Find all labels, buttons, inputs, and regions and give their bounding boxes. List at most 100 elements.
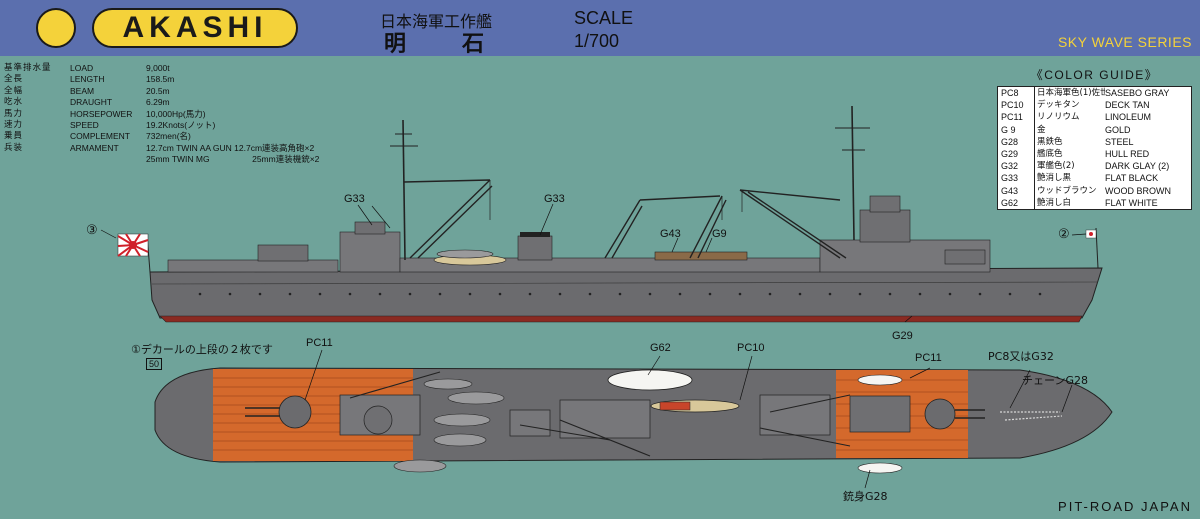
crane-4 — [739, 189, 847, 259]
spec-row: 乗員 COMPLEMENT 732men(名) — [4, 131, 319, 142]
fwd-gun-house — [944, 249, 986, 265]
spec-value: 10,000Hp(馬力) — [146, 108, 206, 119]
callout-pc11-aft: PC11 — [306, 337, 333, 349]
funnel-block — [517, 235, 553, 261]
spec-en: HORSEPOWER — [70, 108, 133, 119]
spec-en: BEAM — [70, 85, 95, 96]
marker-1: ① — [131, 343, 141, 356]
fwd-bridge — [859, 209, 911, 243]
rising-sun-flag — [117, 233, 151, 273]
crane-3 — [689, 195, 727, 259]
jack-flag — [1085, 227, 1099, 269]
callout-pc11-fwd: PC11 — [915, 352, 942, 364]
plan-leader-lines — [304, 349, 1073, 489]
aft-mast — [402, 119, 406, 261]
color-name-jp: 艦底色 — [1037, 148, 1063, 159]
color-name-jp: ウッドブラウン — [1037, 185, 1097, 196]
color-name-en: SASEBO GRAY — [1105, 88, 1170, 98]
spec-en: LENGTH — [70, 74, 105, 85]
color-name-jp: デッキタン — [1037, 100, 1080, 111]
color-code: G 9 — [998, 123, 1035, 136]
callout-pc10: PC10 — [737, 342, 765, 354]
spec-value: 12.7cm TWIN AA GUN 12.7cm連装高角砲×2 — [146, 142, 315, 153]
plan-crane-booms — [349, 371, 851, 457]
spec-jp: 全幅 — [4, 85, 24, 96]
color-name-en: WOOD BROWN — [1105, 185, 1171, 196]
spec-value: 9,000t — [146, 63, 170, 73]
callout-g62: G62 — [650, 342, 671, 354]
color-code: G33 — [998, 172, 1035, 185]
callout-pc8-g32: PC8又はG32 — [988, 350, 1054, 363]
header-band: AKASHI 日本海軍工作艦 明石 SCALE 1/700 SKY WAVE S… — [0, 0, 1200, 57]
spec-en: COMPLEMENT — [70, 131, 130, 142]
aft-gun-house — [257, 244, 309, 262]
color-name-jp: 軍艦色(2) — [1037, 161, 1075, 172]
anchor-chain — [1000, 411, 1063, 421]
callout-g33-aft: G33 — [344, 193, 365, 205]
aft-bridge — [339, 231, 401, 273]
color-name-en: STEEL — [1105, 136, 1134, 147]
color-name-jp: 金 — [1037, 124, 1046, 135]
callout-g9: G9 — [712, 228, 727, 240]
spec-row: 基準排水量 LOAD 9,000t — [4, 63, 319, 74]
fwd-mast — [851, 105, 855, 241]
decal-tag: 50 — [146, 358, 163, 370]
color-code: PC11 — [998, 111, 1035, 124]
spec-value: 19.2Knots(ノット) — [146, 119, 216, 130]
spec-value: 25mm TWIN MG 25mm連装機銃×2 — [146, 154, 320, 165]
spec-en: DRAUGHT — [70, 97, 113, 108]
color-guide-title: 《COLOR GUIDE》 — [1030, 68, 1159, 82]
crane-2 — [604, 195, 721, 259]
marker-2: ② — [1058, 226, 1070, 241]
aft-deckhouse — [167, 259, 339, 273]
color-name-jp: 黒鉄色 — [1037, 136, 1063, 147]
color-name-jp: リノリウム — [1037, 112, 1080, 123]
spec-en: ARMAMENT — [70, 142, 119, 153]
spec-value: 6.29m — [146, 97, 170, 108]
color-code: PC10 — [998, 99, 1035, 112]
decal-note: ①デカールの上段の２枚です — [131, 341, 273, 357]
color-code: PC8 — [998, 87, 1035, 100]
aft-turret — [278, 395, 312, 429]
scale-label: SCALE — [574, 8, 634, 28]
boat — [436, 249, 494, 259]
color-code: G43 — [998, 184, 1035, 197]
color-code: G28 — [998, 135, 1035, 148]
color-name-jp: 艶消し白 — [1037, 197, 1072, 208]
spec-value: 732men(名) — [146, 131, 191, 142]
aft-director — [363, 405, 393, 435]
color-name-en: GOLD — [1105, 124, 1131, 135]
decal-note-text: デカールの上段の２枚です — [140, 343, 273, 356]
spec-value: 158.5m — [146, 74, 175, 85]
color-name-en: FLAT WHITE — [1105, 197, 1158, 208]
callout-barrel-g28: 銃身G28 — [843, 490, 888, 503]
color-code: G29 — [998, 147, 1035, 161]
crane-1 — [403, 179, 493, 259]
color-name-en: FLAT BLACK — [1105, 173, 1159, 184]
color-code: G32 — [998, 160, 1035, 173]
spec-en: LOAD — [70, 63, 94, 73]
color-name-en: DARK GLAY (2) — [1105, 161, 1170, 172]
callout-g29: G29 — [892, 330, 913, 342]
spec-jp: 基準排水量 — [4, 63, 52, 73]
fwd-turret — [924, 398, 956, 430]
spec-jp: 乗員 — [4, 131, 24, 142]
side-profile — [100, 105, 1103, 323]
spec-jp: 速力 — [4, 119, 24, 130]
